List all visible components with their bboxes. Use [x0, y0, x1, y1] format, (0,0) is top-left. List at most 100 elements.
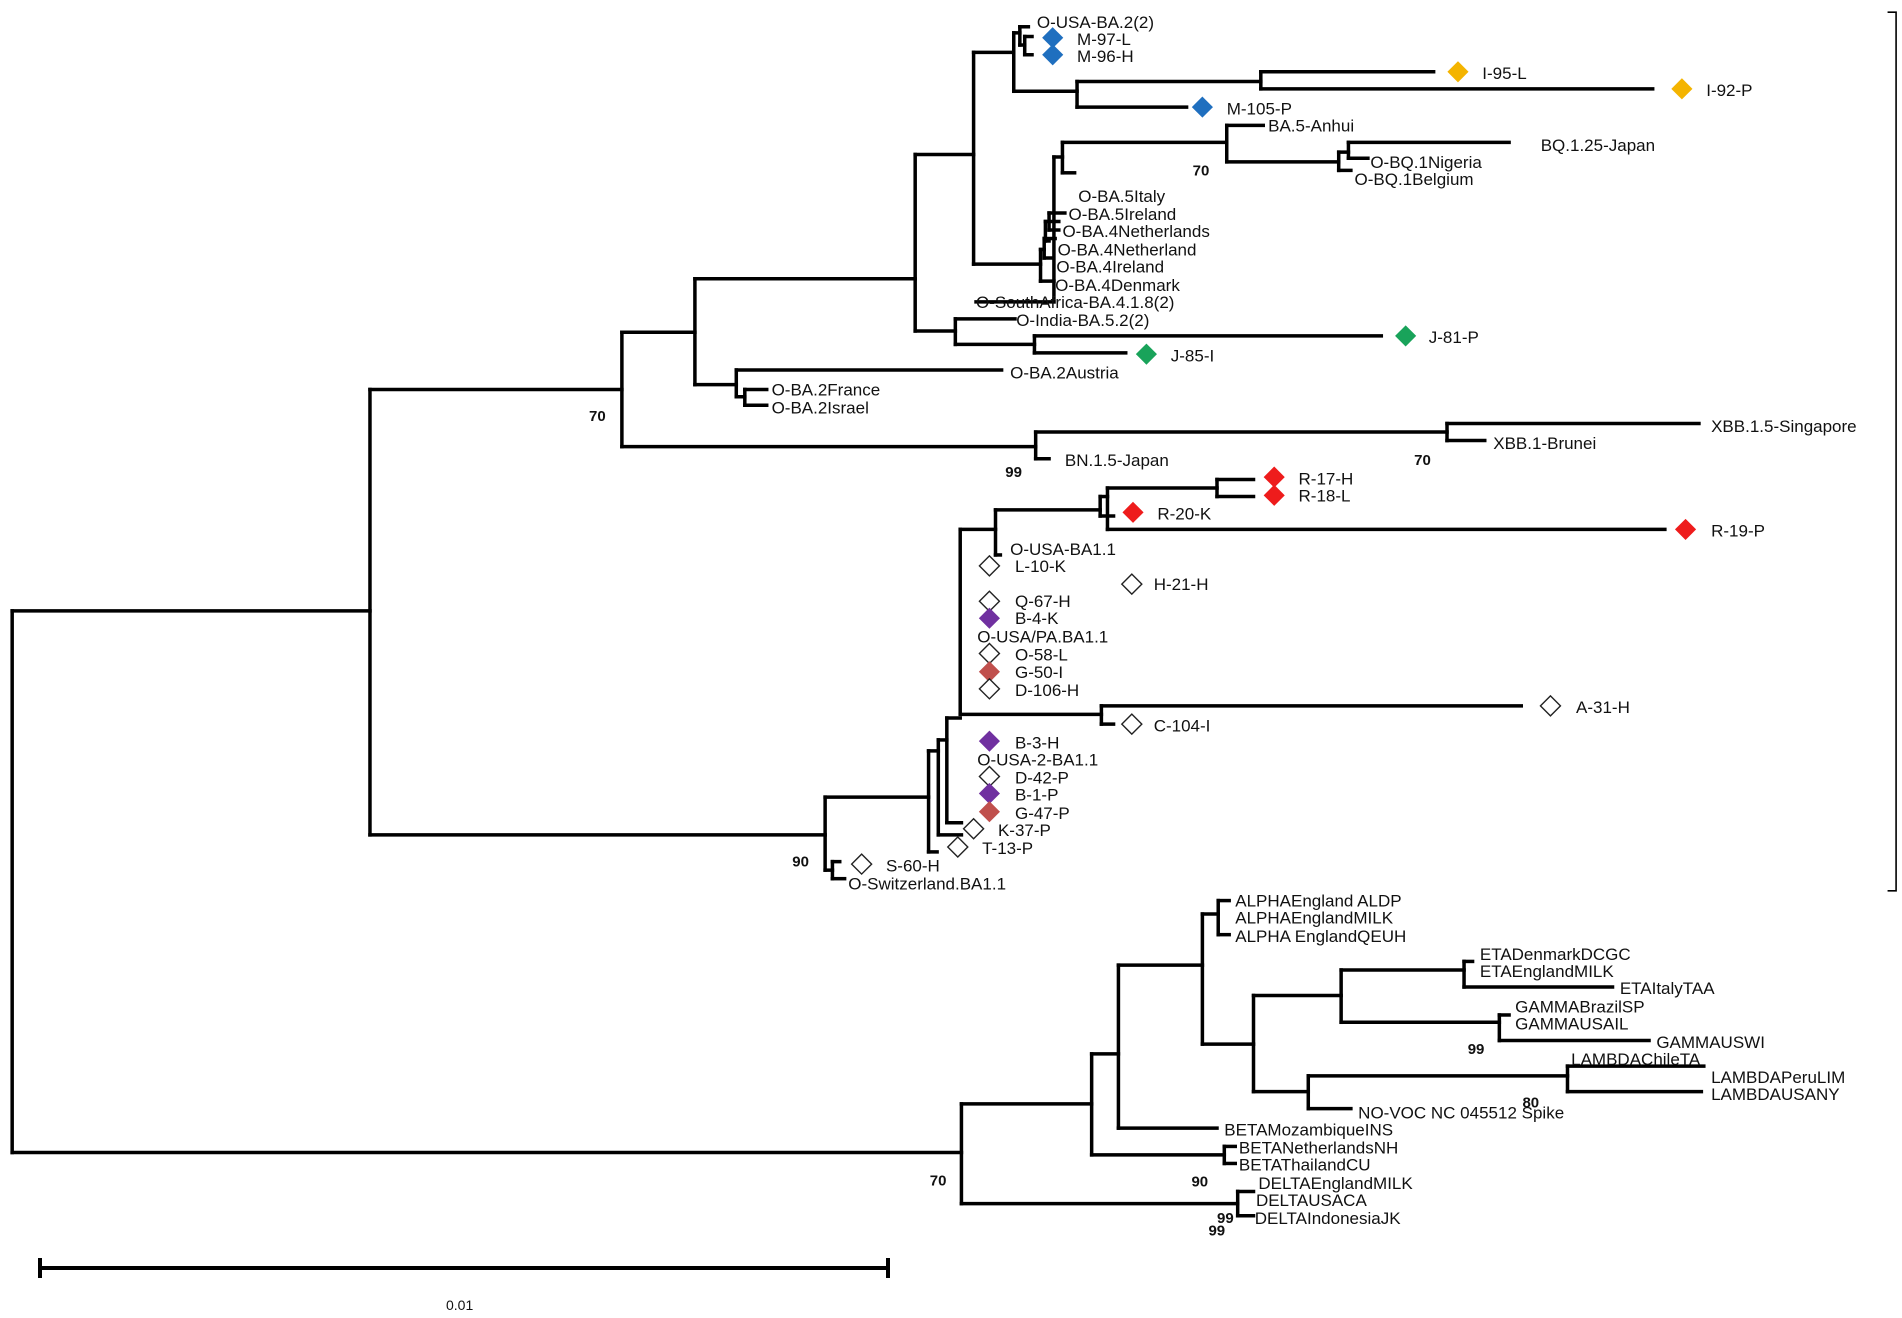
leaf-label: T-13-P [982, 839, 1033, 858]
leaf-label: DELTAIndonesiaJK [1255, 1209, 1401, 1228]
open-diamond-icon [850, 853, 873, 876]
red-diamond-icon [1263, 466, 1285, 488]
leaf-label: O-BA.4Denmark [1055, 276, 1180, 295]
leaf-label: LAMBDAUSANY [1711, 1085, 1839, 1104]
leaf-label: O-Switzerland.BA1.1 [848, 875, 1006, 894]
leaf-label: O-BA.4Netherlands [1062, 222, 1209, 241]
leaf-label: ETAItalyTAA [1620, 979, 1715, 998]
leaf-label: O-USA-BA.2(2) [1037, 13, 1154, 32]
bootstrap-value: 70 [1193, 162, 1210, 179]
red-diamond-icon [1263, 484, 1285, 506]
leaf-label: J-81-P [1429, 328, 1479, 347]
leaf-label: M-105-P [1227, 99, 1292, 118]
bootstrap-value: 70 [1414, 452, 1431, 469]
leaf-label: O-BA.5Ireland [1069, 205, 1177, 224]
bootstrap-value: 90 [792, 854, 809, 871]
leaf-markers [850, 27, 1697, 876]
leaf-label: A-31-H [1576, 698, 1630, 717]
bootstrap-value: 70 [930, 1172, 947, 1189]
leaf-label: O-BA.2France [772, 380, 881, 399]
open-diamond-icon [1120, 713, 1143, 736]
leaf-label: M-97-L [1077, 30, 1131, 49]
open-diamond-icon [978, 554, 1001, 577]
leaf-label: J-85-I [1171, 346, 1214, 365]
leaf-label: O-India-BA.5.2(2) [1016, 311, 1149, 330]
red-diamond-icon [1674, 518, 1697, 540]
leaf-label: Q-67-H [1015, 592, 1071, 611]
leaf-label: ALPHAEnglandMILK [1235, 909, 1393, 928]
leaf-label: O-BA.5Italy [1078, 187, 1165, 206]
leaf-label: R-19-P [1711, 522, 1765, 541]
leaf-label: BETAThailandCU [1239, 1156, 1371, 1175]
leaf-label: B-3-H [1015, 733, 1059, 752]
leaf-label: G-47-P [1015, 804, 1070, 823]
leaf-label: BN.1.5-Japan [1065, 451, 1169, 470]
purple-diamond-icon [978, 607, 1000, 629]
open-diamond-icon [1539, 694, 1562, 717]
leaf-label: BETAMozambiqueINS [1224, 1120, 1393, 1139]
bootstrap-value: 90 [1191, 1174, 1208, 1191]
open-diamond-icon [962, 817, 985, 840]
leaf-label: O-USA/PA.BA1.1 [977, 627, 1108, 646]
leaf-label: LAMBDAPeruLIM [1711, 1068, 1845, 1087]
leaf-label: DELTAEnglandMILK [1258, 1174, 1413, 1193]
leaf-label: GAMMAUSWI [1656, 1033, 1765, 1052]
bootstrap-value: 99 [1217, 1210, 1234, 1227]
leaf-label: O-BQ.1Nigeria [1370, 153, 1482, 172]
bootstrap-value: 99 [1208, 1222, 1225, 1239]
blue-diamond-icon [1191, 96, 1213, 118]
leaf-label: BETANetherlandsNH [1239, 1139, 1398, 1158]
bootstrap-value: 99 [1468, 1041, 1485, 1058]
leaf-label: O-BA.4Netherland [1058, 240, 1197, 259]
leaf-label: ETADenmarkDCGC [1480, 945, 1631, 964]
open-diamond-icon [946, 836, 969, 859]
red-diamond-icon [1122, 501, 1144, 523]
clade-bracket-line [1887, 11, 1897, 892]
leaf-label: BQ.1.25-Japan [1541, 136, 1655, 155]
leaf-label: M-96-H [1077, 47, 1134, 66]
leaf-label: BA.5-Anhui [1268, 116, 1354, 135]
leaf-label: NO-VOC NC 045512 Spike [1358, 1103, 1564, 1122]
leaf-label: O-BA.2Austria [1010, 363, 1119, 382]
leaf-label: O-BQ.1Belgium [1355, 170, 1474, 189]
purple-diamond-icon [978, 730, 1000, 752]
bootstrap-value: 70 [589, 408, 606, 425]
leaf-label: D-106-H [1015, 681, 1079, 700]
leaf-label: O-USA-2-BA1.1 [977, 750, 1098, 769]
omicron-clade-bracket [1887, 11, 1897, 892]
leaf-label: ALPHAEngland ALDP [1235, 892, 1401, 911]
leaf-label: XBB.1.5-Singapore [1711, 417, 1857, 436]
open-diamond-icon [978, 677, 1001, 700]
leaf-label: GAMMAUSAIL [1515, 1014, 1628, 1033]
leaf-label: LAMBDAChileTA [1571, 1050, 1701, 1069]
bootstrap-value: 80 [1522, 1095, 1539, 1112]
open-diamond-icon [978, 642, 1001, 665]
blue-diamond-icon [1042, 44, 1064, 66]
leaf-label: L-10-K [1015, 557, 1067, 576]
leaf-label: H-21-H [1154, 575, 1209, 594]
leaf-label: R-20-K [1157, 505, 1212, 524]
green-diamond-icon [1395, 325, 1417, 347]
open-diamond-icon [1120, 573, 1143, 596]
leaf-label: C-104-I [1154, 716, 1211, 735]
leaf-label: O-SouthAfrica-BA.4.1.8(2) [976, 293, 1174, 312]
leaf-label: G-50-I [1015, 663, 1063, 682]
leaf-label: R-18-L [1299, 486, 1351, 505]
leaf-label: XBB.1-Brunei [1493, 434, 1596, 453]
leaf-labels: O-USA-BA.2(2)M-97-LM-96-HI-95-LI-92-PM-1… [772, 13, 1857, 1228]
bootstrap-value: 99 [1005, 464, 1022, 481]
leaf-label: S-60-H [886, 856, 940, 875]
leaf-label: I-95-L [1482, 64, 1526, 83]
leaf-label: R-17-H [1299, 469, 1354, 488]
leaf-label: O-58-L [1015, 646, 1068, 665]
leaf-label: B-1-P [1015, 786, 1058, 805]
rose-diamond-icon [978, 801, 1000, 823]
leaf-label: K-37-P [998, 821, 1051, 840]
leaf-label: DELTAUSACA [1256, 1191, 1368, 1210]
yellow-diamond-icon [1447, 61, 1469, 83]
leaf-label: B-4-K [1015, 609, 1059, 628]
green-diamond-icon [1135, 343, 1157, 365]
yellow-diamond-icon [1671, 78, 1693, 100]
